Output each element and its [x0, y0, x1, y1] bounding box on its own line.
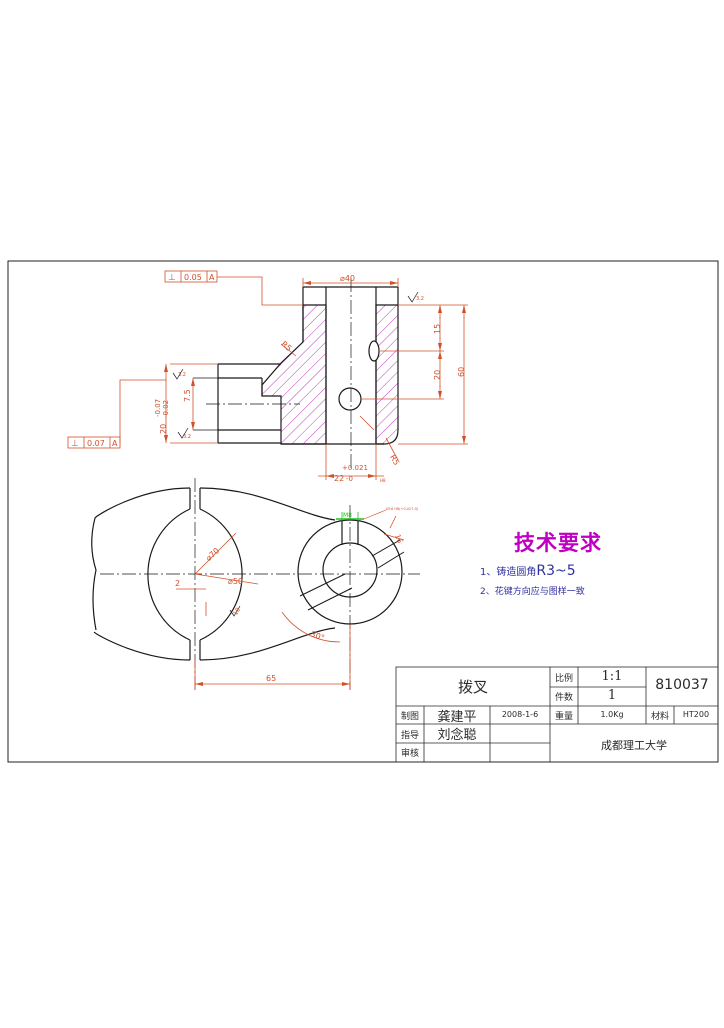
- drawn-name: 龚建平: [437, 710, 477, 725]
- scale-label: 比例: [554, 674, 573, 684]
- keyway-dimension: M8 Ø16 H8(+0.027-0): [336, 506, 419, 521]
- check-label: 审核: [400, 749, 419, 759]
- top-view: [91, 487, 405, 661]
- dim-bore-suffix: -0: [346, 475, 353, 483]
- material-value: HT200: [682, 710, 710, 719]
- weight-value: 1.0Kg: [600, 710, 624, 719]
- guide-name: 刘念聪: [437, 728, 477, 743]
- small-h8: H8: [380, 478, 386, 483]
- dim-r5-top: R5: [279, 339, 293, 353]
- dim-d70: ⌀70: [204, 546, 221, 563]
- front-view: [193, 286, 399, 445]
- top-arrowheads: [195, 682, 350, 686]
- dim-15: 15: [433, 324, 442, 334]
- weight-label: 重量: [554, 712, 573, 722]
- dim-20: 20: [433, 370, 442, 380]
- qty-value: 1: [607, 688, 617, 703]
- fcf-top-value: 0.05: [184, 273, 202, 282]
- tol-minus: -0.07: [154, 399, 162, 417]
- ra-top: 3.2: [416, 296, 424, 302]
- fcf-top-symbol: ⊥: [168, 273, 176, 283]
- tech-req-title: 技术要求: [514, 530, 602, 555]
- fcf-bottom-datum: A: [112, 439, 118, 448]
- dim-arrowheads: [164, 281, 466, 478]
- oil-hole: [368, 340, 380, 362]
- drawing-border: [7, 260, 719, 763]
- key-note: Ø16 H8(+0.027-0): [386, 506, 419, 511]
- dim-60: 60: [457, 367, 466, 377]
- pin-hole: [338, 387, 362, 411]
- front-dimensions: [119, 276, 468, 480]
- fcf-bottom-value: 0.07: [87, 439, 105, 448]
- qty-label: 件数: [554, 693, 573, 703]
- scale-value: 1:1: [601, 669, 623, 684]
- dim-angle: 30°: [309, 629, 325, 642]
- hatch-right-wall: [375, 304, 399, 445]
- fcf-top: ⊥ 0.05 A: [164, 270, 218, 283]
- top-dim-texts: ⌀70 ⌀50 2 10 65 30° 16: [175, 533, 404, 683]
- part-name: 拨叉: [457, 678, 488, 696]
- dim-7-5: 7.5: [183, 389, 192, 402]
- material-label: 材料: [650, 712, 669, 722]
- guide-label: 指导: [400, 731, 419, 741]
- fcf-bottom-symbol: ⊥: [71, 439, 79, 449]
- title-block-lines: [395, 666, 719, 763]
- school-name: 成都理工大学: [601, 739, 667, 752]
- tech-req-item1-prefix: 1、铸造圆角: [480, 567, 537, 578]
- dim-key-width: M8: [343, 512, 352, 519]
- dim-r16: 16: [393, 533, 404, 545]
- top-dimensions: [176, 515, 405, 690]
- ra-left2: 3.2: [183, 434, 191, 440]
- dim-2: 2: [175, 579, 180, 588]
- dim-10: 10: [232, 606, 242, 616]
- drawing-number: 810037: [655, 677, 709, 693]
- dim-65: 65: [266, 674, 276, 683]
- hatch-left-wall: [261, 304, 327, 445]
- dim-r5-bottom: R5: [388, 453, 401, 467]
- dim-20-tol: 20: [159, 424, 168, 434]
- dim-bore-nom: 22: [334, 474, 344, 483]
- tech-req-item2: 2、花键方向应与图样一致: [480, 587, 585, 597]
- drawn-date: 2008-1-6: [501, 710, 539, 719]
- front-centerlines: [206, 278, 352, 470]
- tech-req-item1: 1、铸造圆角R3~5: [480, 563, 576, 579]
- front-dim-texts: ⌀40 15 20 60 7.5 20 -0.07 -0.02 R5 R5 +0…: [154, 274, 466, 483]
- drawn-label: 制图: [400, 712, 419, 722]
- fcf-top-datum: A: [209, 273, 215, 282]
- tol-minus2: -0.02: [162, 400, 170, 418]
- dim-d40: ⌀40: [340, 274, 355, 283]
- dim-d50: ⌀50: [228, 577, 243, 586]
- fcf-bottom: ⊥ 0.07 A: [67, 436, 121, 449]
- tech-req-item1-value: R3~5: [536, 563, 576, 579]
- ra-left1: 3.2: [178, 372, 186, 378]
- dim-bore-tol: +0.021: [342, 464, 368, 472]
